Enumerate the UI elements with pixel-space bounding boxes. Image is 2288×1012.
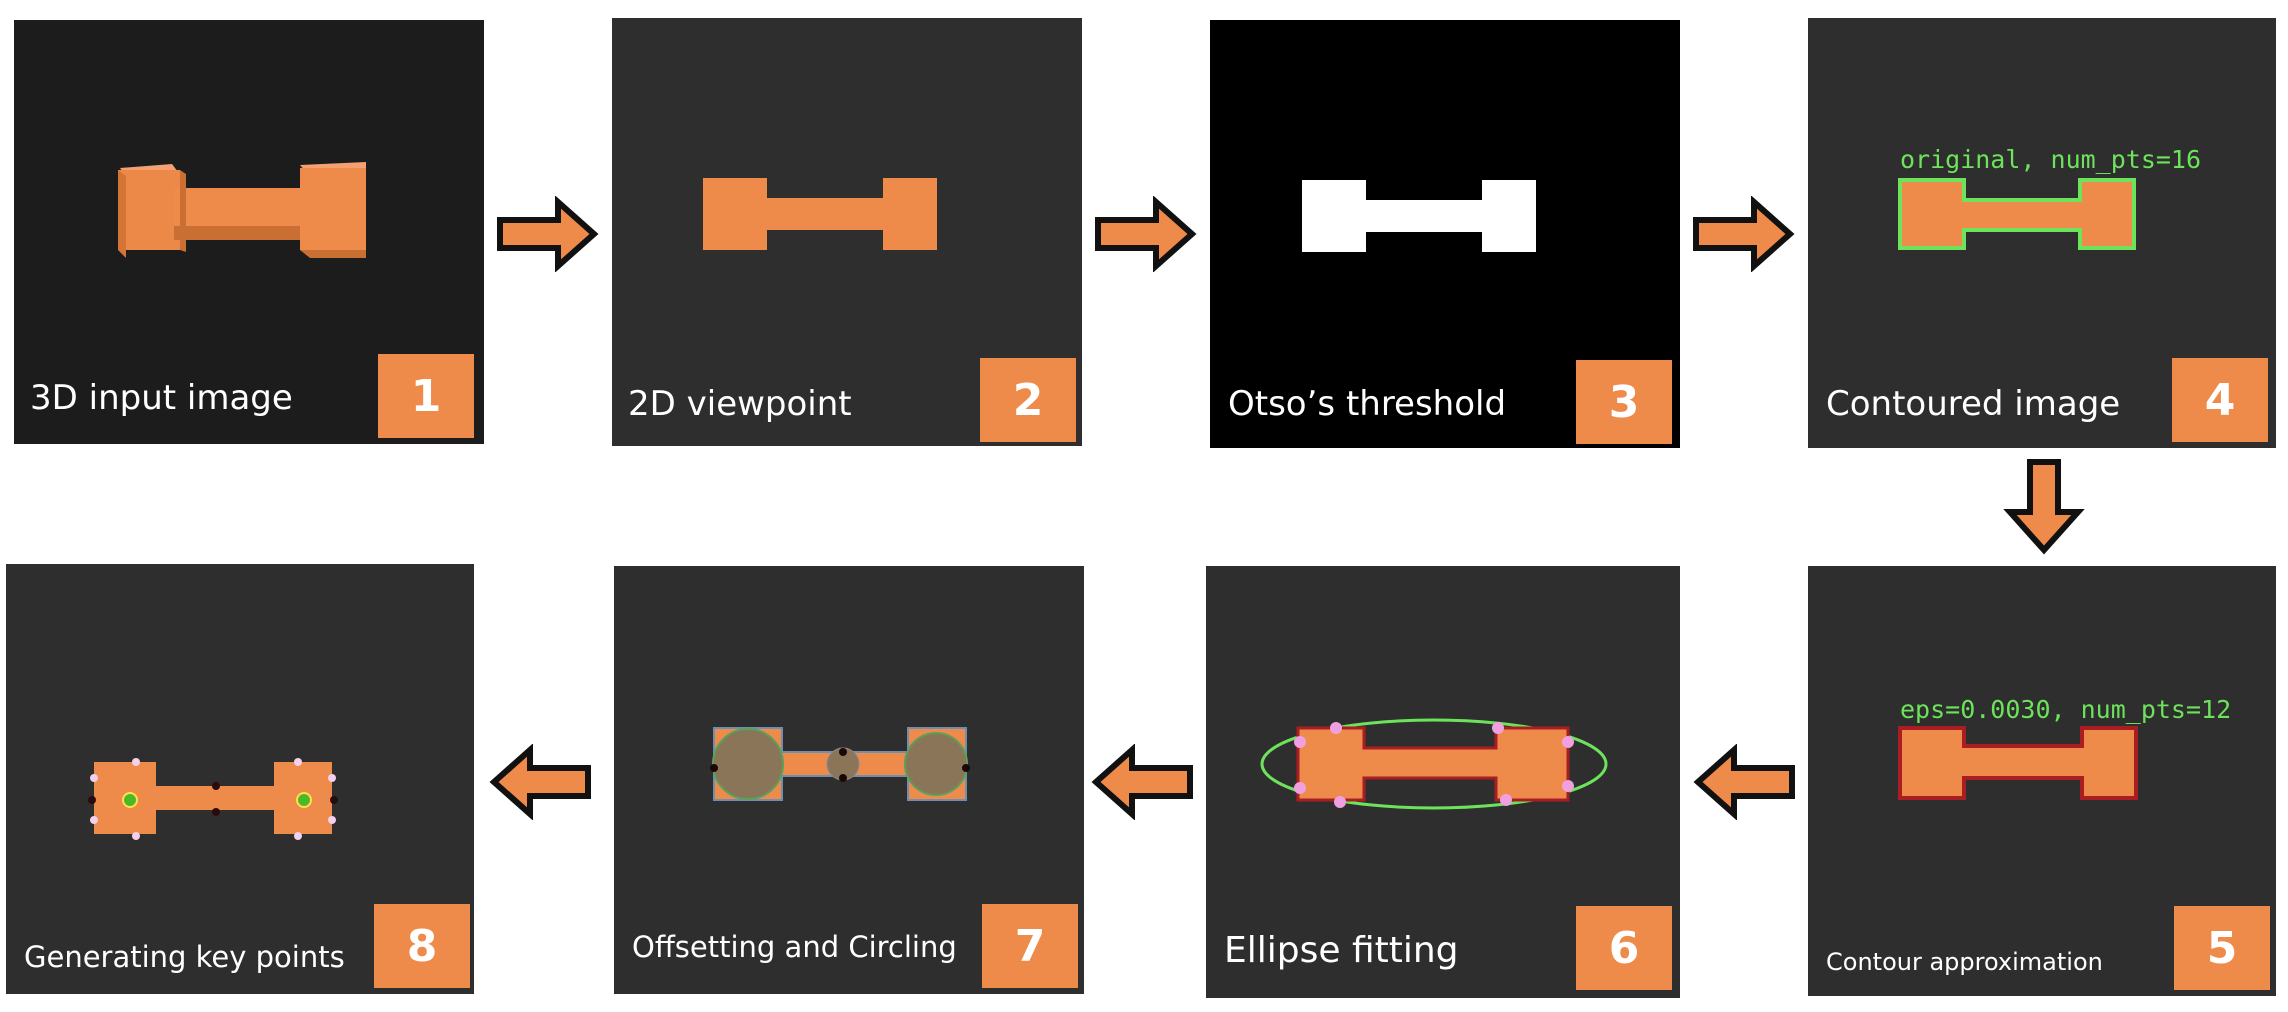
step-2-panel: 2D viewpoint 2 bbox=[612, 18, 1082, 446]
arrow-right-2-to-3-icon bbox=[1095, 196, 1197, 272]
step-7-number-badge: 7 bbox=[982, 904, 1078, 988]
step-4-number-badge: 4 bbox=[2172, 358, 2268, 442]
step-5-panel: eps=0.0030, num_pts=12 Contour approxima… bbox=[1808, 566, 2276, 996]
arrow-left-7-to-8-icon bbox=[489, 744, 591, 820]
arrow-right-3-to-4-icon bbox=[1693, 196, 1795, 272]
binary-threshold-shape bbox=[1302, 180, 1536, 252]
step-3-caption: Otso’s threshold bbox=[1228, 384, 1507, 424]
step-8-caption: Generating key points bbox=[24, 940, 345, 974]
step-1-number-badge: 1 bbox=[378, 354, 474, 438]
step-4-caption: Contoured image bbox=[1826, 384, 2121, 424]
offset-circles-shape bbox=[710, 727, 970, 801]
step-2-caption: 2D viewpoint bbox=[628, 384, 852, 424]
step-6-number-badge: 6 bbox=[1576, 906, 1672, 990]
fitted-ellipse-icon bbox=[1260, 718, 1608, 810]
arrow-left-5-to-6-icon bbox=[1693, 744, 1795, 820]
step-6-panel: Ellipse fitting 6 bbox=[1206, 566, 1680, 998]
step-5-annotation: eps=0.0030, num_pts=12 bbox=[1900, 695, 2231, 724]
approximated-contour-shape: eps=0.0030, num_pts=12 bbox=[1898, 695, 2231, 800]
step-1-caption: 3D input image bbox=[30, 378, 293, 418]
ellipse-fit-shape bbox=[1260, 718, 1608, 810]
contoured-shape: original, num_pts=16 bbox=[1898, 145, 2201, 250]
keypoint-right-icon bbox=[296, 792, 312, 808]
step-2-number-badge: 2 bbox=[980, 358, 1076, 442]
offset-circle-right-icon bbox=[904, 732, 968, 796]
step-6-caption: Ellipse fitting bbox=[1224, 930, 1459, 971]
step-4-panel: original, num_pts=16 Contoured image 4 bbox=[1808, 18, 2276, 448]
step-7-panel: Offsetting and Circling 7 bbox=[614, 566, 1084, 994]
step-3-panel: Otso’s threshold 3 bbox=[1210, 20, 1680, 448]
step-5-caption: Contour approximation bbox=[1826, 948, 2103, 976]
arrow-left-6-to-7-icon bbox=[1091, 744, 1193, 820]
2d-dumbbell-shape bbox=[703, 178, 937, 250]
arrow-down-4-to-5-icon bbox=[2003, 459, 2085, 555]
arrow-right-1-to-2-icon bbox=[497, 196, 599, 272]
step-8-number-badge: 8 bbox=[374, 904, 470, 988]
step-5-number-badge: 5 bbox=[2174, 906, 2270, 990]
step-1-panel: 3D input image 1 bbox=[14, 20, 484, 444]
keypoints-shape bbox=[88, 758, 338, 840]
step-3-number-badge: 3 bbox=[1576, 360, 1672, 444]
offset-circle-left-icon bbox=[712, 728, 784, 800]
step-8-panel: Generating key points 8 bbox=[6, 564, 474, 994]
keypoint-left-icon bbox=[122, 792, 138, 808]
step-4-annotation: original, num_pts=16 bbox=[1900, 145, 2201, 174]
3d-dumbbell-shape bbox=[118, 162, 366, 258]
step-7-caption: Offsetting and Circling bbox=[632, 930, 957, 964]
